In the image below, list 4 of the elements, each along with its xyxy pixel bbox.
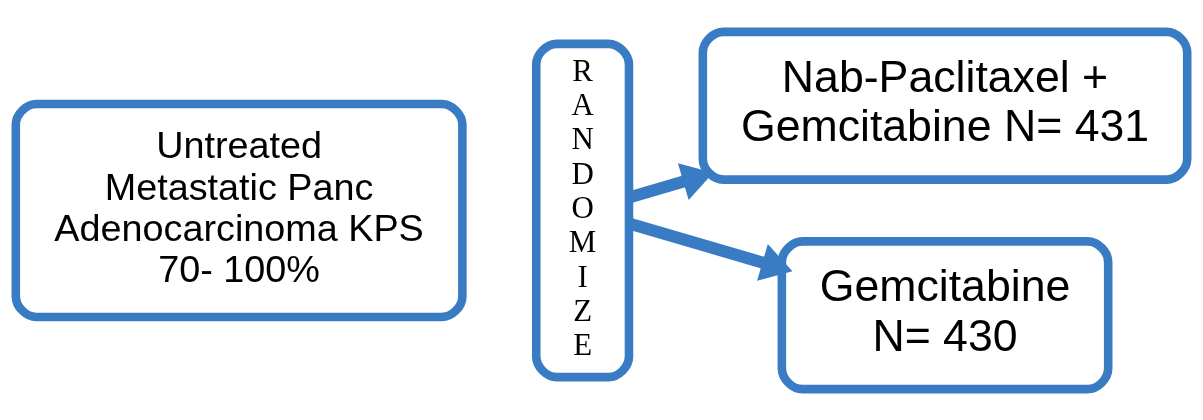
node-box: Gemcitabine N= 430: [777, 236, 1113, 393]
node-box: Untreated Metastatic Panc Adenocarcinoma KPS 70- 100%: [11, 99, 467, 321]
node-box: Nab-Paclitaxel + Gemcitabine N= 431: [698, 27, 1192, 184]
node-box: RANDOMIZE: [531, 39, 634, 381]
